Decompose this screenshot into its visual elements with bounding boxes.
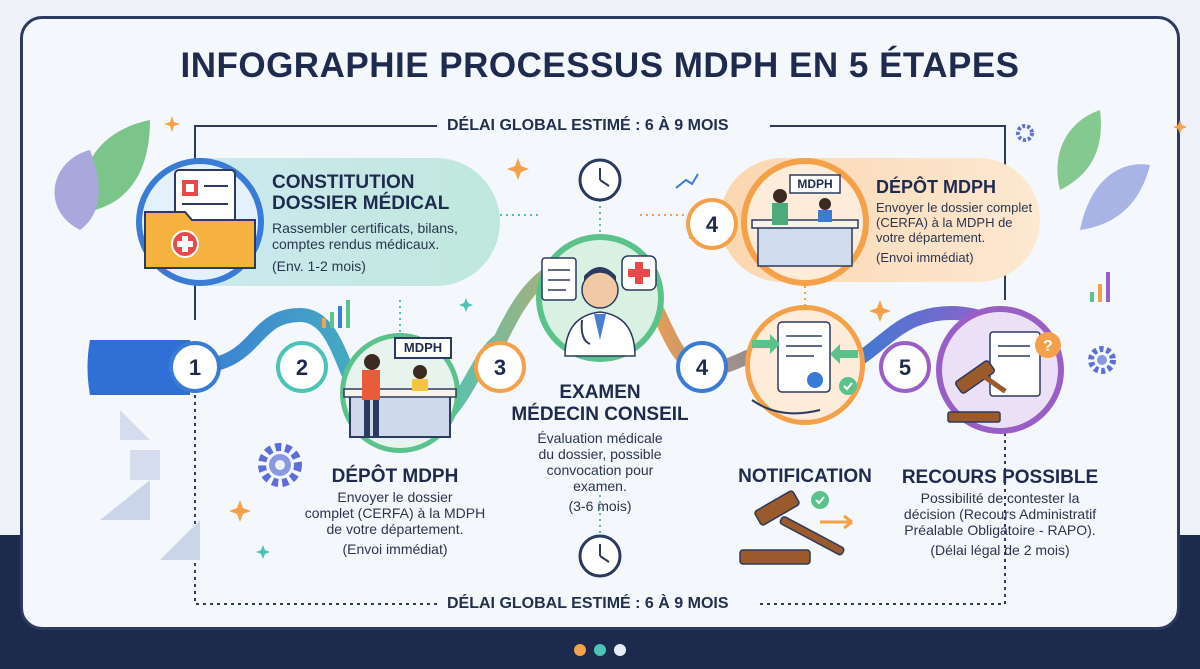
step-description: (CERFA) à la MDPH de [876,215,1013,230]
step-title: DÉPÔT MDPH [876,177,997,197]
step-description: Possibilité de contester la [920,490,1080,506]
step-title: MÉDECIN CONSEIL [511,404,689,425]
trend-line-icon [675,173,699,189]
step-number-4-top [686,198,738,250]
bar-chart-icon [322,300,350,328]
sparkle-icon [229,500,251,522]
step-description: Envoyer le dossier [337,489,453,505]
medical-folder-icon [136,158,264,286]
step-description: Envoyer le dossier complet [876,200,1033,215]
step-number-label-5: 5 [898,355,912,380]
step-number-label-4-top: 4 [705,212,719,237]
step-title: EXAMEN [559,382,641,403]
step-number-label-4: 4 [695,355,709,380]
svg-text:?: ? [1043,338,1053,355]
step-duration: (3-6 mois) [568,498,632,514]
step-depot-mdph-top: DÉPÔT MDPH Envoyer le dossier complet (C… [876,176,1036,265]
step-description: Préalable Obligatoire - RAPO). [904,522,1096,538]
global-delay-top: DÉLAI GLOBAL ESTIMÉ : 6 À 9 MOIS [437,117,739,135]
clock-icon [578,534,622,578]
gavel-icon [739,490,853,565]
gear-icon [1088,346,1116,374]
step-duration: (Envoi immédiat) [876,250,974,265]
step-description: du dossier, possible [538,446,662,462]
step-number-label-1: 1 [188,355,202,380]
step-description: comptes rendus médicaux. [272,236,440,252]
step-description: décision (Recours Administratif [903,506,1097,522]
step-duration: (Envoi immédiat) [342,541,448,557]
mdph-desk-icon [340,333,460,453]
sparkle-icon [507,158,529,180]
page-title: INFOGRAPHIE PROCESSUS MDPH EN 5 ÉTAPES [180,46,1020,85]
gear-icon [258,443,302,487]
page-dot [594,644,606,656]
step-duration: (Délai légal de 2 mois) [930,542,1070,558]
step-recours-possible: RECOURS POSSIBLE Possibilité de conteste… [880,466,1120,558]
mdph-sign: MDPH [797,177,833,191]
clock-icon [578,158,622,202]
gear-icon [1016,124,1034,142]
global-delay-bottom: DÉLAI GLOBAL ESTIMÉ : 6 À 9 MOIS [437,595,739,613]
doctor-icon [536,234,664,362]
sparkle-icon [164,116,180,132]
step-number-label-2: 2 [295,355,309,380]
step-description: convocation pour [546,462,654,478]
step-title: CONSTITUTION [272,172,415,193]
gavel-icon: ? [936,306,1064,434]
mdph-desk-icon [741,158,869,286]
step-number-1 [169,341,221,393]
document-exchange-icon [745,305,865,425]
step-notification: NOTIFICATION [738,466,872,487]
step-title: DOSSIER MÉDICAL [272,193,450,214]
step-description: de votre département. [326,521,464,537]
sparkle-icon [869,300,891,322]
step-number-label-3: 3 [493,355,507,380]
step-description: votre département. [876,230,986,245]
step-duration: (Env. 1-2 mois) [272,258,366,274]
bar-chart-icon [1090,272,1110,302]
sparkle-icon [256,545,270,559]
sparkle-icon [459,298,473,312]
step-description: complet (CERFA) à la MDPH [304,505,486,521]
step-description: Évaluation médicale [537,430,663,446]
leaf-icon [1057,110,1150,230]
step-title: RECOURS POSSIBLE [901,467,1099,488]
mdph-sign: MDPH [403,340,443,355]
page-dot [614,644,626,656]
step-examen-medecin: EXAMEN MÉDECIN CONSEIL Évaluation médica… [505,382,695,514]
step-title: DÉPÔT MDPH [331,466,459,487]
step-number-2 [276,341,328,393]
sparkle-icon [1173,120,1187,134]
step-description: Rassembler certificats, bilans, [272,220,458,236]
step-constitution: CONSTITUTION DOSSIER MÉDICAL Rassembler … [272,172,492,274]
step-number-5 [879,341,931,393]
step-number-4 [676,341,728,393]
leaf-icon [54,120,150,230]
step-description: examen. [573,478,627,494]
step-depot-mdph: DÉPÔT MDPH Envoyer le dossier complet (C… [295,465,495,557]
page-dot [574,644,586,656]
step-number-3 [474,341,526,393]
